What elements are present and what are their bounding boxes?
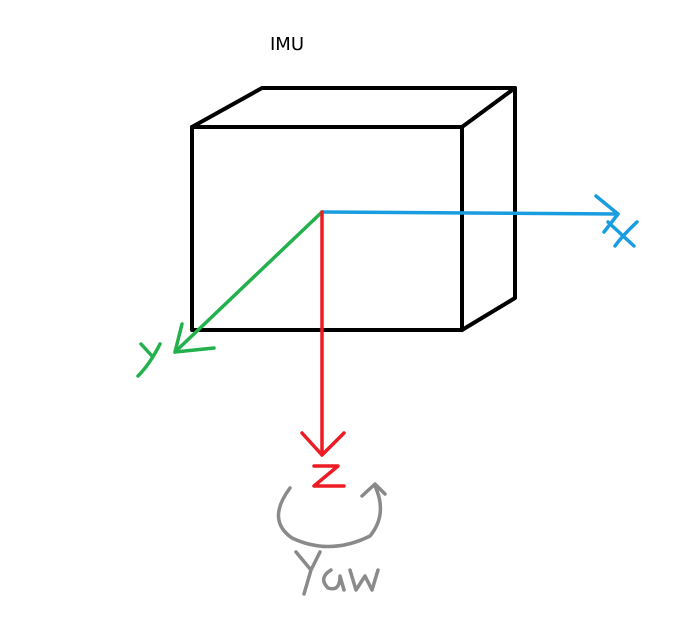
x-axis-line (320, 210, 620, 216)
yaw-arrowhead (360, 482, 387, 498)
x-axis-glyph (606, 220, 639, 248)
y-axis-label: y (136, 349, 154, 384)
yaw-curve (276, 484, 383, 549)
y-axis-arrow (136, 210, 324, 378)
box-front-face (190, 125, 464, 332)
imu-title: IMU (270, 34, 305, 55)
imu-box (190, 86, 517, 332)
box-top-face (190, 86, 517, 129)
x-axis-arrowhead (594, 194, 620, 234)
z-axis-arrow (300, 210, 346, 488)
yaw-glyph (294, 550, 380, 596)
yaw-label: Yaw (293, 563, 359, 603)
box-side-face (460, 86, 517, 332)
y-axis-glyph (136, 342, 162, 378)
y-axis-arrowhead (173, 322, 216, 354)
z-axis-arrowhead (300, 431, 346, 457)
x-axis-arrow (320, 194, 639, 248)
yaw-rotation-arrow (276, 482, 387, 596)
z-axis-glyph (312, 464, 346, 488)
z-axis-label: z (312, 463, 328, 498)
y-axis-line (173, 210, 324, 354)
x-axis-label: x (622, 219, 640, 254)
